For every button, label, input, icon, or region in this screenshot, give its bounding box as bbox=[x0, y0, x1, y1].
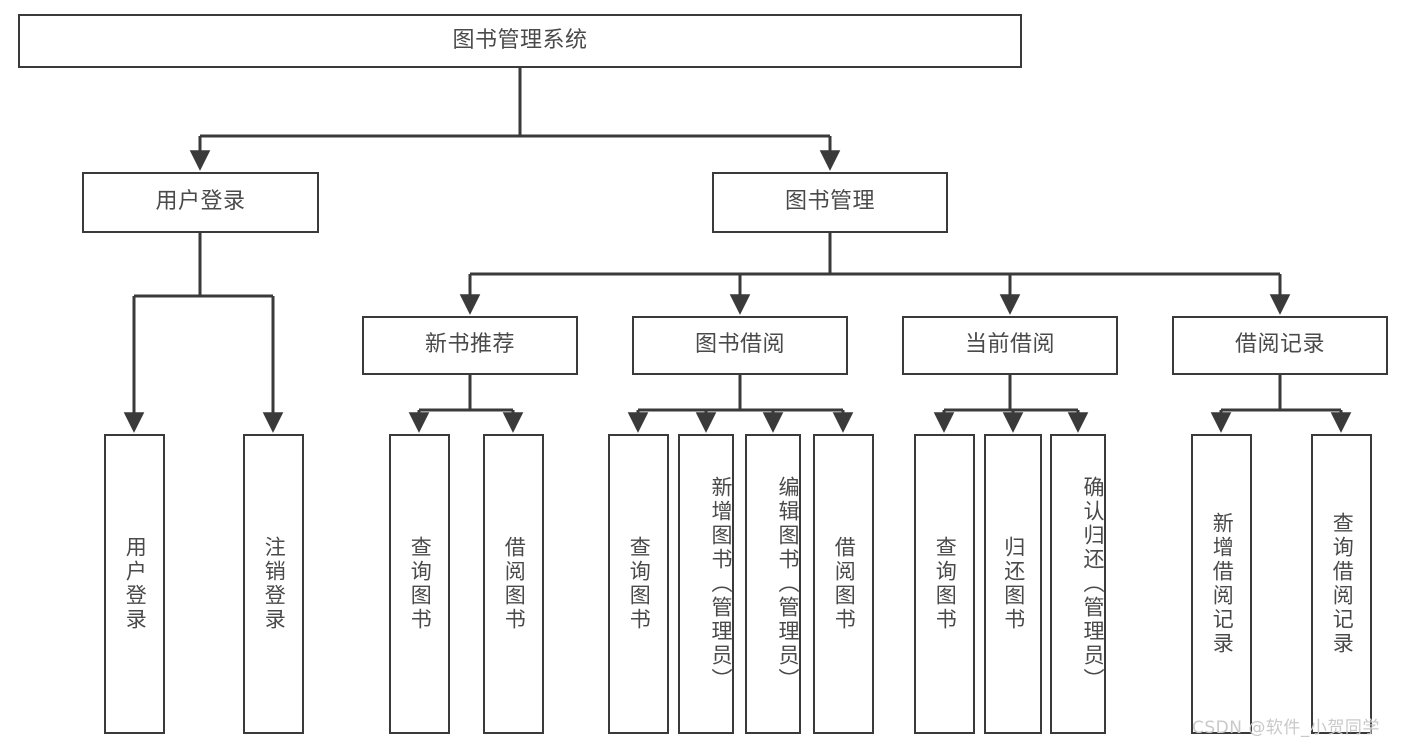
node-leaf-add-record[interactable]: 新增借阅记录 bbox=[1191, 434, 1252, 734]
node-leaf-borrow-book-2-label: 借阅图书 bbox=[832, 536, 857, 632]
edge-group-borrow-record bbox=[1210, 375, 1352, 433]
node-leaf-query-book-2[interactable]: 查询图书 bbox=[608, 434, 669, 734]
node-current-borrow-label: 当前借阅 bbox=[964, 332, 1055, 358]
node-user-login-label: 用户登录 bbox=[155, 189, 246, 215]
csdn-watermark: CSDN @软件_小贺同学 bbox=[1192, 718, 1380, 738]
node-root-label: 图书管理系统 bbox=[452, 27, 588, 53]
node-leaf-user-login[interactable]: 用户登录 bbox=[104, 434, 165, 734]
edge-group-new-book-rec bbox=[408, 375, 524, 433]
node-leaf-edit-book[interactable]: 编辑图书（管理员） bbox=[745, 434, 801, 734]
node-current-borrow[interactable]: 当前借阅 bbox=[902, 316, 1118, 375]
node-leaf-user-logout-label: 注销登录 bbox=[262, 536, 287, 632]
node-borrow-record[interactable]: 借阅记录 bbox=[1172, 316, 1388, 375]
node-leaf-user-login-label: 用户登录 bbox=[123, 536, 148, 632]
edge-group-book-manage bbox=[459, 233, 1291, 315]
node-book-borrow-label: 图书借阅 bbox=[694, 332, 785, 358]
node-borrow-record-label: 借阅记录 bbox=[1234, 332, 1325, 358]
node-leaf-query-book-1-label: 查询图书 bbox=[408, 536, 433, 632]
node-leaf-query-book-2-label: 查询图书 bbox=[627, 536, 652, 632]
node-user-login[interactable]: 用户登录 bbox=[82, 172, 319, 233]
node-leaf-borrow-book-2[interactable]: 借阅图书 bbox=[813, 434, 874, 734]
node-new-book-rec-label: 新书推荐 bbox=[424, 332, 515, 358]
node-new-book-rec[interactable]: 新书推荐 bbox=[362, 316, 578, 375]
node-book-manage-label: 图书管理 bbox=[784, 189, 875, 215]
edge-group-user-login bbox=[123, 233, 284, 433]
node-leaf-add-book[interactable]: 新增图书（管理员） bbox=[678, 434, 734, 734]
node-leaf-confirm-return-label: 确认归还（管理员） bbox=[1081, 476, 1105, 692]
node-book-borrow[interactable]: 图书借阅 bbox=[632, 316, 848, 375]
edge-group-book-borrow bbox=[627, 375, 854, 433]
node-leaf-borrow-book-1[interactable]: 借阅图书 bbox=[483, 434, 544, 734]
node-leaf-query-book-3-label: 查询图书 bbox=[933, 536, 958, 632]
node-book-manage[interactable]: 图书管理 bbox=[712, 172, 948, 233]
edge-group-current-borrow bbox=[933, 375, 1089, 433]
node-leaf-user-logout[interactable]: 注销登录 bbox=[243, 434, 304, 734]
node-leaf-edit-book-label: 编辑图书（管理员） bbox=[776, 476, 800, 692]
node-root[interactable]: 图书管理系统 bbox=[18, 14, 1022, 68]
node-leaf-query-book-1[interactable]: 查询图书 bbox=[389, 434, 450, 734]
node-leaf-query-record[interactable]: 查询借阅记录 bbox=[1311, 434, 1372, 734]
node-leaf-borrow-book-1-label: 借阅图书 bbox=[502, 536, 527, 632]
node-leaf-add-record-label: 新增借阅记录 bbox=[1210, 512, 1235, 656]
edge-group-root bbox=[189, 68, 841, 171]
node-leaf-return-book-label: 归还图书 bbox=[1001, 536, 1026, 632]
node-leaf-return-book[interactable]: 归还图书 bbox=[984, 434, 1042, 734]
node-leaf-add-book-label: 新增图书（管理员） bbox=[709, 476, 733, 692]
node-leaf-confirm-return[interactable]: 确认归还（管理员） bbox=[1050, 434, 1106, 734]
node-leaf-query-book-3[interactable]: 查询图书 bbox=[914, 434, 975, 734]
node-leaf-query-record-label: 查询借阅记录 bbox=[1330, 512, 1355, 656]
